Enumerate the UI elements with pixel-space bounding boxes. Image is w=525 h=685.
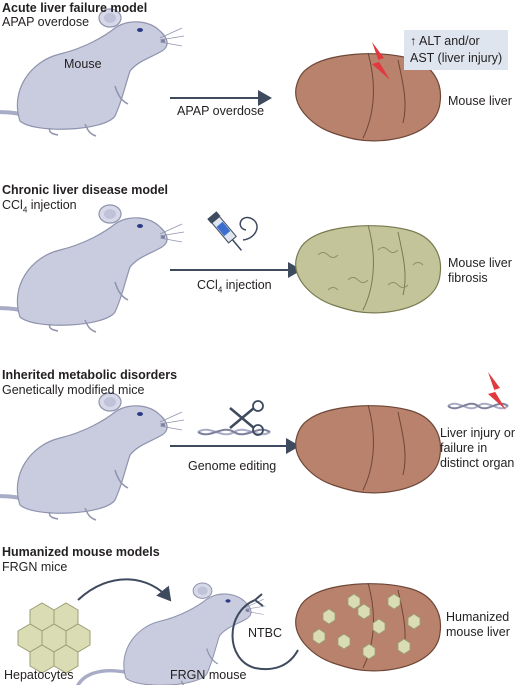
fibrotic-liver-icon (295, 224, 442, 314)
callout-box: ↑ ALT and/or AST (liver injury) (404, 30, 509, 70)
panel-1-subtitle: APAP overdose (2, 15, 90, 29)
lightning-icon (488, 372, 506, 410)
mouse-icon (0, 391, 186, 524)
callout-line-2: AST (liver injury) (410, 51, 503, 65)
syringe-icon (207, 211, 243, 251)
liver-icon (295, 404, 442, 494)
panel-4-subtitle: FRGN mice (2, 560, 68, 574)
outcome-label: Mouse liver (448, 94, 512, 108)
panel-3-title: Inherited metabolic disorders (2, 368, 178, 382)
panel-2-art (0, 203, 442, 336)
circular-arrow-icon (231, 599, 299, 670)
outcome-label: Mouse liver fibrosis (448, 256, 512, 285)
dna-icon (447, 402, 509, 410)
ntbc-label: NTBC (248, 626, 283, 640)
dna-icon (197, 428, 271, 436)
panel-2-title: Chronic liver disease model (2, 183, 169, 197)
mouse-label: Mouse (64, 57, 102, 71)
arrow-label: APAP overdose (177, 104, 265, 118)
panel-3-subtitle: Genetically modified mice (2, 383, 145, 397)
panel-4-art (17, 578, 442, 685)
outcome-label: Humanized mouse liver (446, 610, 510, 639)
outcome-label: Liver injury or failure in distinct orga… (440, 426, 516, 470)
hepatocytes-label: Hepatocytes (4, 668, 74, 682)
arrow-label: CCl4 injection (197, 278, 272, 295)
panel-1-title: Acute liver failure model (2, 1, 148, 15)
callout-line-1: ↑ ALT and/or (410, 34, 480, 48)
arrow-label: Genome editing (188, 459, 277, 473)
hepatocyte-icon (17, 602, 91, 674)
frgn-mouse-label: FRGN mouse (170, 668, 247, 682)
panel-2-subtitle: CCl4 injection (2, 198, 77, 215)
mouse-icon (0, 203, 186, 336)
panel-1-art (0, 7, 442, 142)
panel-3-art (0, 372, 509, 524)
scissors-icon (229, 400, 264, 436)
arrow (77, 578, 172, 602)
panel-4-title: Humanized mouse models (2, 545, 160, 559)
liver-icon (295, 52, 442, 142)
humanized-liver-icon (295, 582, 442, 672)
lightning-icon (372, 42, 390, 80)
